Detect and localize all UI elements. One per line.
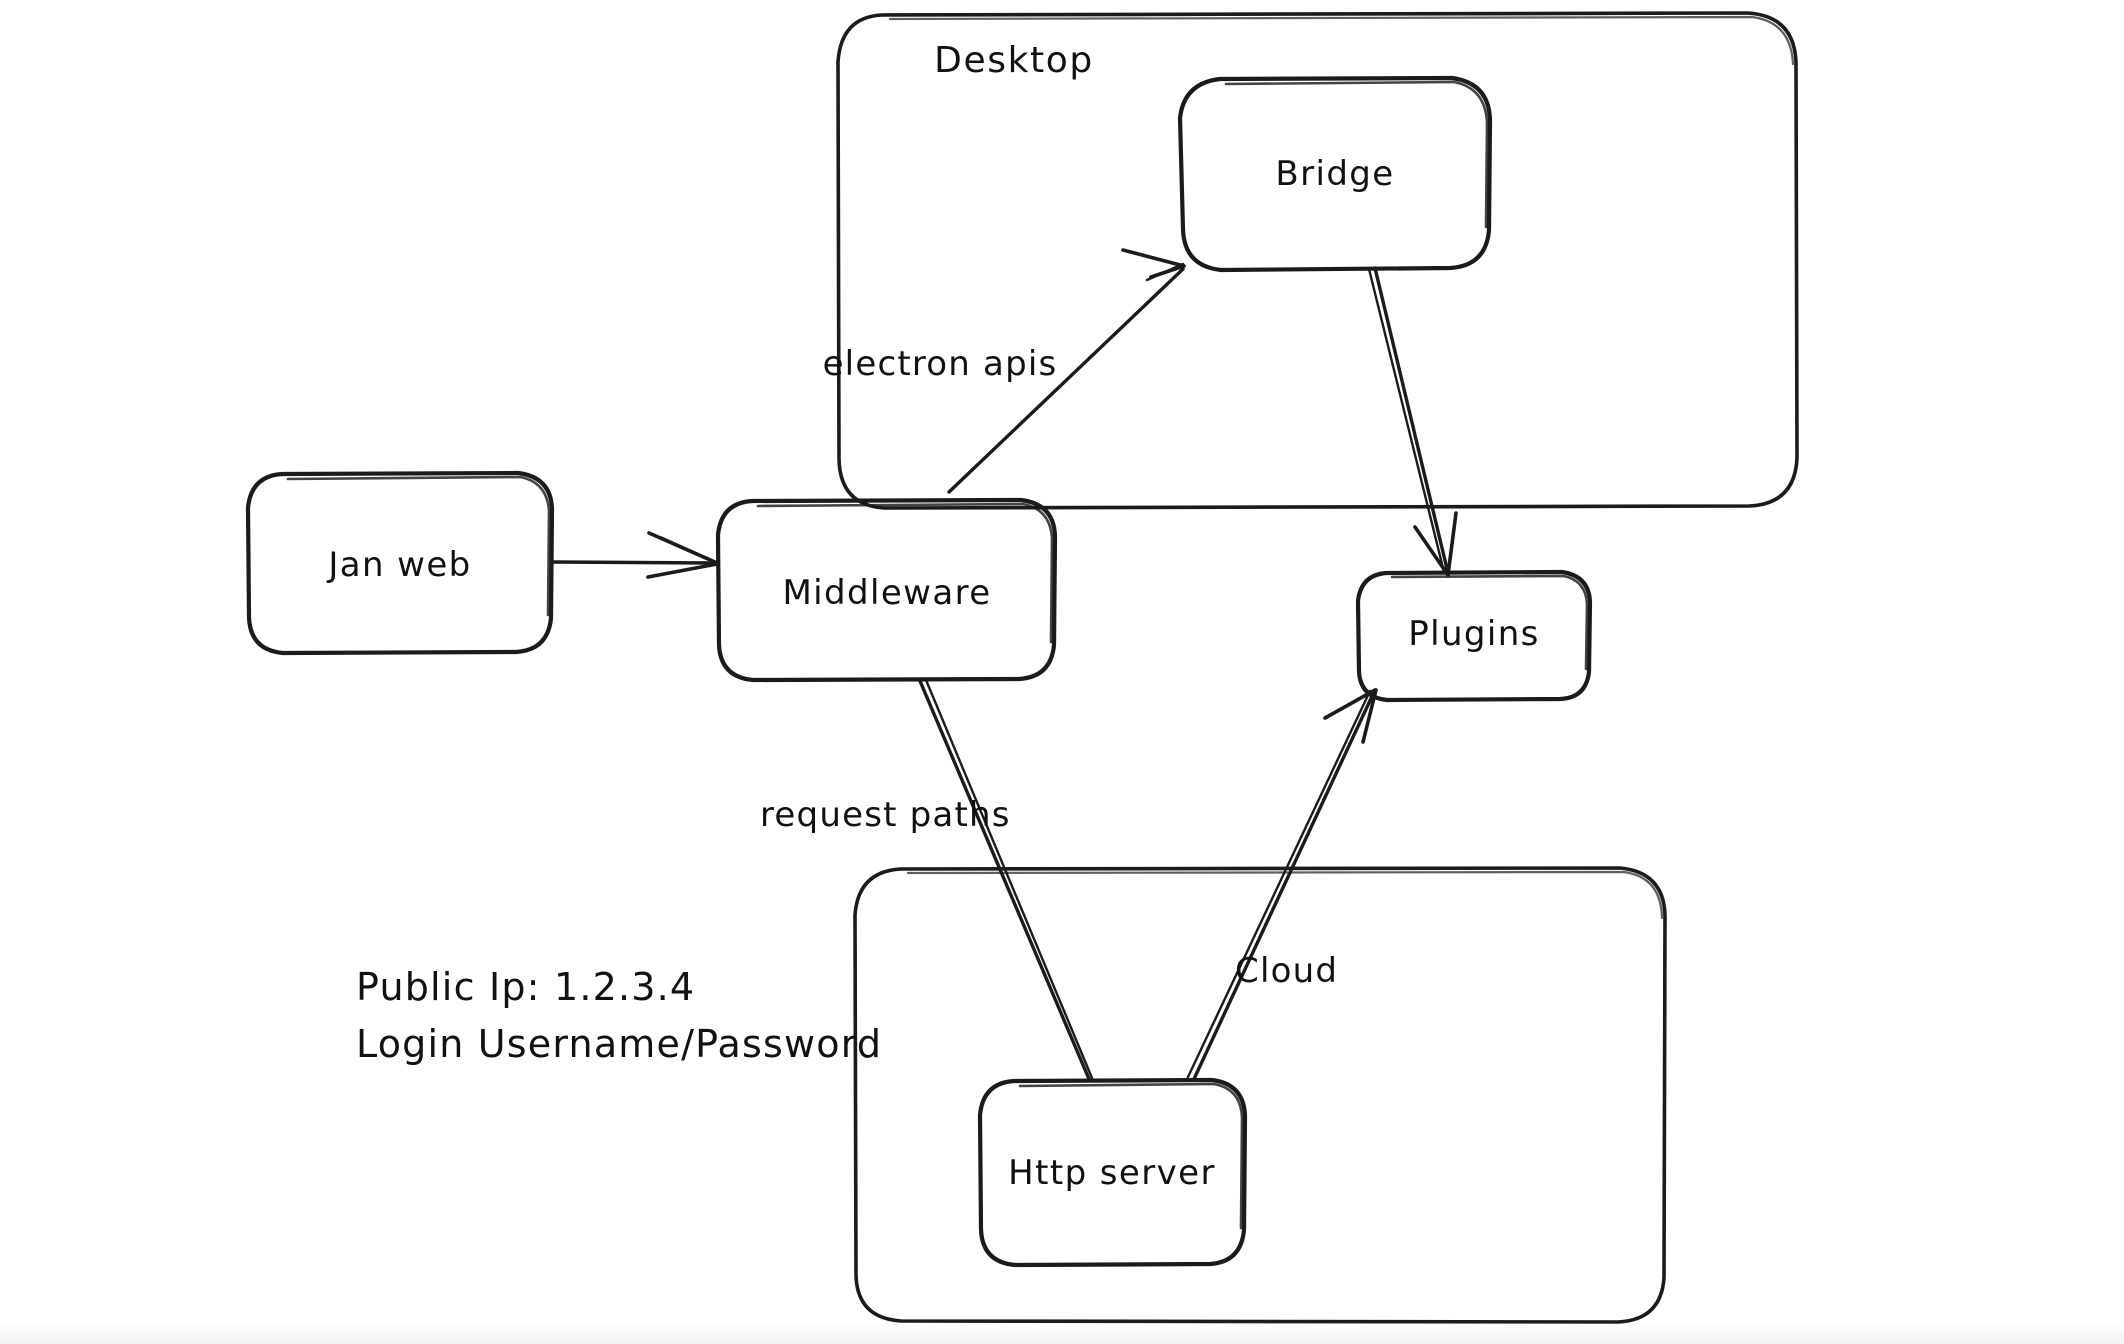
edge-http-server-to-plugins-arrow-upper	[1361, 688, 1378, 744]
node-http-server-outline-sketch	[1018, 1082, 1244, 1230]
edge-http-server-to-plugins[interactable]: Cloud	[1186, 688, 1378, 1081]
node-bridge-outline-sketch	[1224, 80, 1489, 229]
note-public-ip-line2: Login Username/Password	[356, 1022, 882, 1066]
node-jan-web[interactable]: Jan web	[245, 470, 555, 656]
node-plugins[interactable]: Plugins	[1355, 569, 1593, 703]
edge-bridge-to-plugins-line-sketch	[1367, 267, 1446, 574]
node-plugins-outline	[1355, 569, 1593, 703]
edge-middleware-to-bridge-arrow-sketch	[1145, 262, 1185, 282]
edge-jan-web-to-middleware-arrow-sketch	[658, 535, 718, 564]
container-desktop-label: Desktop	[934, 40, 1094, 81]
edge-http-server-to-plugins-arrow-lower	[1323, 688, 1377, 720]
node-http-server[interactable]: Http server	[977, 1077, 1248, 1268]
node-middleware-label: Middleware	[782, 573, 991, 613]
edge-middleware-to-http-server-line	[918, 679, 1091, 1081]
node-http-server-label: Http server	[1008, 1153, 1216, 1193]
node-bridge-label: Bridge	[1275, 154, 1394, 194]
node-http-server-outline	[977, 1077, 1248, 1268]
edge-middleware-to-bridge-line	[947, 267, 1185, 494]
edge-jan-web-to-middleware-arrow-lower	[646, 562, 719, 579]
edge-middleware-to-bridge-label: electron apis	[823, 344, 1058, 384]
edge-http-server-to-plugins-label: Cloud	[1235, 951, 1338, 991]
container-desktop-outline-sketch	[888, 15, 1795, 66]
container-cloud[interactable]	[853, 866, 1667, 1324]
edge-bridge-to-plugins[interactable]	[1367, 266, 1458, 577]
edge-middleware-to-http-server[interactable]: request paths	[760, 678, 1094, 1081]
edge-http-server-to-plugins-line-sketch	[1186, 689, 1372, 1079]
container-desktop[interactable]: Desktop	[836, 11, 1799, 510]
node-jan-web-outline	[245, 470, 555, 656]
edge-middleware-to-http-server-line-sketch	[924, 678, 1094, 1080]
node-bridge-outline	[1177, 75, 1493, 273]
node-middleware[interactable]: Middleware	[715, 497, 1058, 683]
edge-middleware-to-bridge-arrow-upper	[1121, 248, 1186, 268]
edge-middleware-to-http-server-label: request paths	[760, 795, 1011, 835]
edge-jan-web-to-middleware[interactable]	[551, 531, 719, 579]
container-cloud-outline-sketch	[906, 870, 1664, 920]
container-desktop-outline	[836, 11, 1799, 510]
node-jan-web-outline-sketch	[286, 475, 551, 617]
edge-http-server-to-plugins-line	[1192, 690, 1376, 1081]
node-plugins-label: Plugins	[1408, 614, 1540, 654]
note-public-ip: Public Ip: 1.2.3.4 Login Username/Passwo…	[356, 965, 882, 1066]
node-bridge[interactable]: Bridge	[1177, 75, 1493, 273]
edge-bridge-to-plugins-line	[1373, 266, 1450, 575]
container-cloud-outline	[853, 866, 1667, 1324]
note-public-ip-line1: Public Ip: 1.2.3.4	[356, 965, 695, 1009]
edge-bridge-to-plugins-arrow-right	[1446, 511, 1458, 577]
edge-middleware-to-bridge[interactable]: electron apis	[823, 248, 1186, 494]
edge-bridge-to-plugins-arrow-left	[1413, 525, 1450, 577]
edge-jan-web-to-middleware-line	[551, 560, 718, 565]
node-jan-web-label: Jan web	[326, 545, 471, 585]
node-middleware-outline	[715, 497, 1058, 683]
node-plugins-outline-sketch	[1390, 574, 1589, 671]
node-middleware-outline-sketch	[756, 502, 1054, 644]
